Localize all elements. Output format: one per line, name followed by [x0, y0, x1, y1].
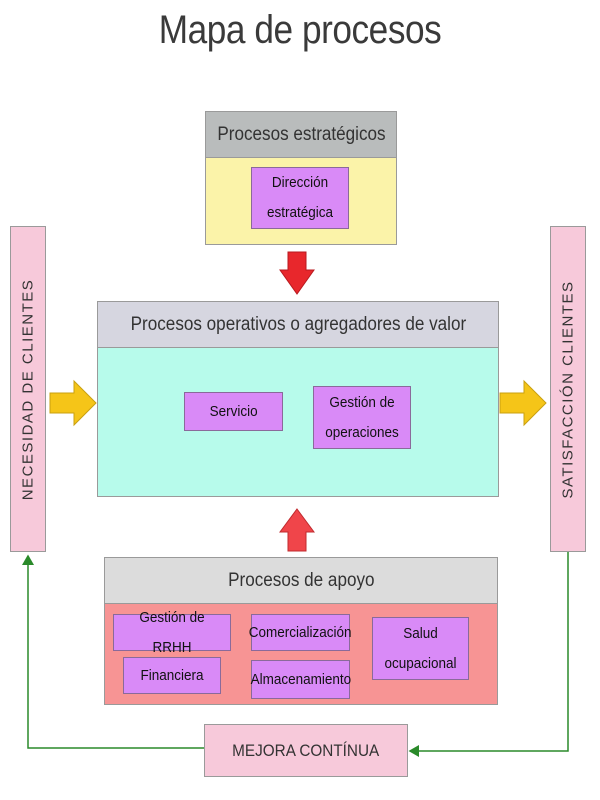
- process-label: Financiera: [140, 666, 204, 684]
- continuous-improvement-box: MEJORA CONTÍNUA: [204, 724, 408, 777]
- process-direccion-estrategica[interactable]: Dirección estratégica: [251, 167, 349, 229]
- process-label: Servicio: [209, 402, 258, 420]
- process-comercializacion[interactable]: Comercialización: [249, 614, 352, 651]
- process-label: Almacenamiento: [250, 670, 351, 688]
- process-label: Comercialización: [249, 623, 352, 641]
- operational-header: Procesos operativos o agregadores de val…: [97, 301, 499, 348]
- support-header: Procesos de apoyo: [104, 557, 498, 604]
- arrow-right-icon: [49, 379, 97, 427]
- feedback-line: [22, 554, 204, 749]
- strategic-header-label: Procesos estratégicos: [216, 123, 386, 145]
- customer-needs-box: NECESIDAD DE CLIENTES: [10, 226, 46, 552]
- process-label: Dirección estratégica: [266, 174, 334, 221]
- process-almacenamiento[interactable]: Almacenamiento: [250, 660, 351, 699]
- arrow-right-icon: [499, 379, 547, 427]
- support-header-label: Procesos de apoyo: [227, 569, 375, 591]
- process-gestion-operaciones[interactable]: Gestión de operaciones: [313, 386, 411, 449]
- customer-satisfaction-box: SATISFACCIÓN CLIENTES: [550, 226, 586, 552]
- arrow-up-icon: [279, 508, 315, 552]
- continuous-improvement-label: MEJORA CONTÍNUA: [232, 740, 380, 760]
- strategic-header: Procesos estratégicos: [205, 111, 397, 158]
- process-financiera[interactable]: Financiera: [123, 657, 221, 694]
- process-label: Gestión de RRHH: [139, 608, 205, 656]
- feedback-line: [408, 552, 569, 757]
- process-salud-ocupacional[interactable]: Salud ocupacional: [372, 617, 469, 680]
- process-label: Salud ocupacional: [384, 624, 457, 672]
- page-title: Mapa de procesos: [158, 8, 442, 52]
- operational-panel: [97, 347, 499, 497]
- operational-header-label: Procesos operativos o agregadores de val…: [130, 313, 466, 335]
- process-gestion-rrhh[interactable]: Gestión de RRHH: [113, 609, 231, 656]
- process-label: Gestión de operaciones: [325, 393, 399, 441]
- process-servicio[interactable]: Servicio: [184, 392, 283, 431]
- arrow-down-icon: [279, 251, 315, 295]
